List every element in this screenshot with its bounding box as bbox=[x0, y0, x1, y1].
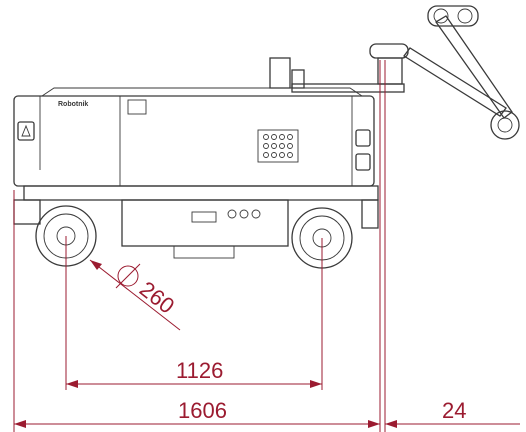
arm-base-joint bbox=[369, 43, 409, 59]
connector-1 bbox=[227, 209, 237, 219]
control-panel-buttons bbox=[263, 134, 293, 158]
arm-top-joint-right bbox=[457, 8, 473, 24]
right-warning-icon-top bbox=[355, 129, 371, 147]
arm-top-joint-left bbox=[433, 8, 449, 24]
brand-label: Robotnik bbox=[58, 101, 88, 108]
arrow-diameter bbox=[90, 260, 102, 270]
dim-line-diameter bbox=[89, 259, 181, 331]
arrow-arm-offset bbox=[385, 420, 397, 428]
dim-wheelbase: 1126 bbox=[176, 358, 223, 383]
dim-wheel-diameter: 260 bbox=[135, 276, 179, 318]
arm-base bbox=[377, 57, 403, 85]
arm-wrist-inner bbox=[497, 117, 513, 133]
arrow-overall-left bbox=[14, 420, 26, 428]
arrow-wheelbase-left bbox=[66, 380, 78, 388]
diameter-symbol bbox=[115, 263, 141, 289]
arm-top-joint bbox=[427, 5, 479, 27]
left-warning-icon bbox=[17, 121, 35, 141]
right-warning-icon-bottom bbox=[355, 153, 371, 171]
connector-2 bbox=[239, 209, 249, 219]
arm-wrist-joint bbox=[490, 110, 520, 140]
dim-arm-offset: 24 bbox=[442, 398, 466, 423]
arrow-wheelbase-right bbox=[310, 380, 322, 388]
main-housing bbox=[13, 95, 375, 187]
rear-bumper bbox=[361, 199, 379, 229]
vent-small bbox=[127, 99, 147, 115]
arrow-overall-right bbox=[368, 420, 380, 428]
robot-body: Robotnik bbox=[13, 57, 405, 259]
mast bbox=[269, 57, 291, 89]
chassis-rail bbox=[23, 185, 379, 201]
control-panel bbox=[257, 129, 299, 163]
battery-box bbox=[121, 199, 289, 247]
robotic-arm bbox=[369, 5, 520, 140]
dim-overall-length: 1606 bbox=[178, 398, 227, 423]
arm-lower-link bbox=[403, 47, 507, 117]
front-bumper bbox=[13, 199, 41, 225]
battery-port bbox=[191, 211, 217, 223]
connector-3 bbox=[251, 209, 261, 219]
top-plate bbox=[291, 83, 405, 93]
lower-skid bbox=[173, 245, 235, 259]
arm-upper-link bbox=[435, 15, 513, 119]
mast-side bbox=[291, 69, 305, 89]
left-warning-glyph bbox=[21, 124, 31, 137]
